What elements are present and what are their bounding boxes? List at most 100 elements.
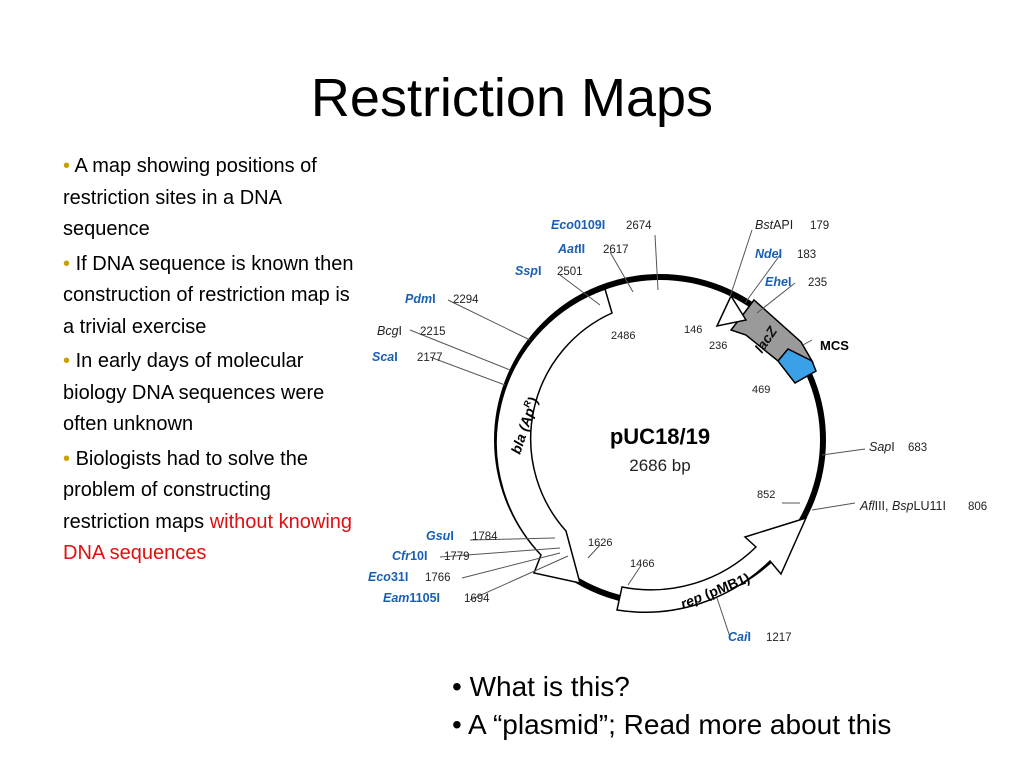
inner-position: 469: [752, 384, 770, 396]
site-position: 1784: [472, 531, 498, 543]
bottom-bullet-list: • What is this? • A “plasmid”; Read more…: [452, 668, 891, 744]
bla-gene-arrow: [495, 288, 613, 584]
site-label-rest: III,: [875, 499, 892, 513]
site-label-bstapi: BstAPI: [755, 218, 793, 232]
bullet-text: A map showing positions of restriction s…: [63, 155, 317, 240]
site-label-rest: 31I: [391, 570, 408, 584]
site-label-rest: 0109I: [574, 218, 605, 232]
site-label-italic: Bsp: [892, 499, 914, 513]
site-label-italic: Sap: [869, 440, 891, 454]
site-label-rest: I: [779, 247, 782, 261]
site-label-caii: CaiI: [728, 630, 751, 644]
bullet-text: A “plasmid”; Read more about this: [468, 709, 892, 740]
site-label-italic: Nde: [755, 247, 779, 261]
bullet-text: What is this?: [469, 671, 630, 702]
site-label-afliii-bsplu11i: AflIII, BspLU11I: [859, 499, 946, 513]
bullet-marker: •: [63, 350, 71, 372]
inner-position: 146: [684, 324, 702, 336]
site-position: 2177: [417, 352, 443, 364]
site-label-italic: Ssp: [515, 264, 538, 278]
site-label-rest: I: [432, 292, 435, 306]
site-position: 1779: [444, 551, 470, 563]
site-label-italic: Ehe: [765, 275, 788, 289]
rep-gene-arrow: [616, 516, 808, 613]
site-position: 683: [908, 442, 927, 454]
site-label-sapi: SapI: [869, 440, 895, 454]
plasmid-size: 2686 bp: [629, 456, 690, 475]
left-bullet-list: • A map showing positions of restriction…: [63, 151, 363, 573]
site-label-italic: Aat: [557, 242, 579, 256]
site-leader-lines: [409, 229, 866, 638]
site-label-rest: I: [788, 275, 791, 289]
mcs-segment: [777, 348, 817, 384]
site-label-pdmi: PdmI: [405, 292, 436, 306]
site-position: 2617: [603, 244, 629, 256]
site-position: 2294: [453, 294, 479, 306]
site-label-rest: 1105I: [409, 591, 440, 605]
site-position: 1217: [766, 632, 792, 644]
site-label-rest: API: [773, 218, 793, 232]
site-position: 235: [808, 277, 827, 289]
site-label-rest: I: [747, 630, 750, 644]
bullet-marker: •: [63, 447, 71, 470]
site-label-cfr10i: Cfr10I: [392, 549, 427, 563]
site-label-rest: LU11I: [914, 499, 946, 513]
slide-title: Restriction Maps: [310, 68, 714, 128]
bullet-item: • Biologists had to solve the problem of…: [63, 444, 363, 570]
site-label-italic: Eco: [368, 570, 391, 584]
bullet-item: • A map showing positions of restriction…: [63, 151, 363, 246]
site-label-rest: II: [578, 242, 585, 256]
site-label-rest: I: [399, 324, 402, 338]
site-label-rest: I: [394, 350, 397, 364]
inner-position: 2486: [611, 330, 635, 342]
site-label-italic: Cfr: [392, 549, 411, 563]
bullet-text: In early days of molecular biology DNA s…: [63, 350, 325, 435]
bullet-text: Biologists had to solve the problem of c…: [63, 447, 308, 533]
bla-close: ): [524, 395, 541, 407]
rep-text: rep: [678, 589, 705, 612]
inner-position: 1626: [588, 537, 612, 549]
site-label-gsui: GsuI: [426, 529, 454, 543]
plasmid-map: pUC18/19 2686 bp bla (ApR) rep (pMB1) la…: [368, 218, 987, 644]
bullet-text: If DNA sequence is known then constructi…: [63, 252, 354, 338]
bullet-marker: •: [63, 252, 71, 275]
site-position: 183: [797, 249, 816, 261]
bullet-marker: •: [63, 155, 71, 177]
site-label-bcgi: BcgI: [377, 324, 402, 338]
site-position: 2501: [557, 266, 583, 278]
inner-position: 1466: [630, 558, 654, 570]
site-label-rest: 10I: [410, 549, 427, 563]
bullet-item: • What is this?: [452, 671, 630, 702]
site-label-italic: Gsu: [426, 529, 451, 543]
bullet-item: • In early days of molecular biology DNA…: [63, 346, 363, 441]
site-label-italic: Eco: [551, 218, 574, 232]
bullet-highlight-text: without knowing DNA sequences: [63, 510, 353, 565]
site-label-scai: ScaI: [372, 350, 398, 364]
site-label-italic: Cai: [728, 630, 748, 644]
mcs-label: MCS: [820, 338, 849, 353]
site-label-italic: Sca: [372, 350, 394, 364]
site-label-italic: Pdm: [405, 292, 432, 306]
bullet-item: • If DNA sequence is known then construc…: [63, 249, 363, 344]
site-label-italic: Eam: [383, 591, 409, 605]
site-label-italic: Bst: [755, 218, 774, 232]
site-label-rest: I: [891, 440, 894, 454]
site-label-rest: I: [450, 529, 453, 543]
site-label-eam1105i: Eam1105I: [383, 591, 440, 605]
bullet-item: • A “plasmid”; Read more about this: [452, 709, 892, 740]
site-label-italic: Afl: [859, 499, 876, 513]
site-label-rest: I: [538, 264, 541, 278]
site-label-ndei: NdeI: [755, 247, 782, 261]
inner-position: 852: [757, 489, 775, 501]
site-label-eco31i: Eco31I: [368, 570, 408, 584]
site-position: 1694: [464, 593, 490, 605]
bla-superscript: R: [521, 399, 533, 409]
inner-position: 236: [709, 340, 727, 352]
site-label-aatii: AatII: [557, 242, 585, 256]
site-position: 806: [968, 501, 987, 513]
site-label-sspi: SspI: [515, 264, 541, 278]
site-position: 179: [810, 220, 829, 232]
plasmid-name: pUC18/19: [610, 424, 710, 449]
site-position: 1766: [425, 572, 451, 584]
site-label-ehei: EheI: [765, 275, 791, 289]
